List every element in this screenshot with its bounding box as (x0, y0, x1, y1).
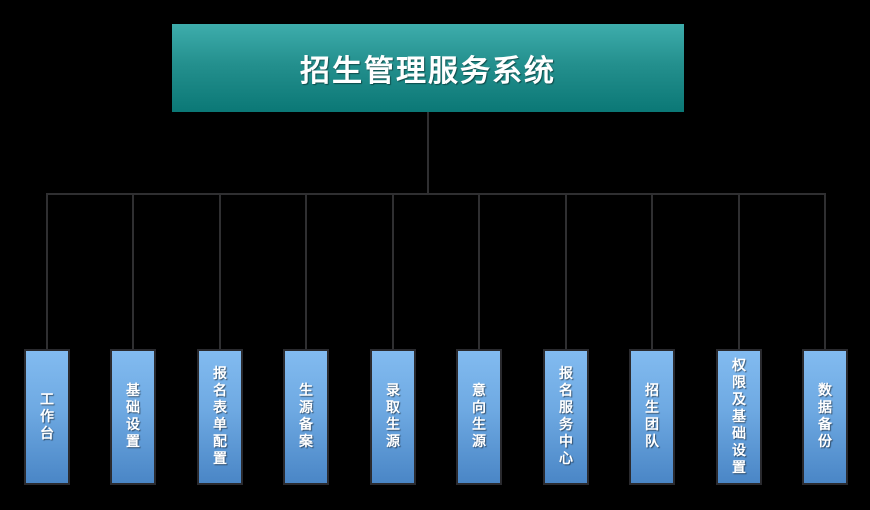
node-admissions-team[interactable]: 招生团队 (629, 349, 675, 485)
connector-drop-3 (219, 193, 221, 349)
connector-drop-2 (132, 193, 134, 349)
connector-drop-4 (305, 193, 307, 349)
node-permissions-and-basic-settings[interactable]: 权限及基础设置 (716, 349, 762, 485)
node-basic-settings[interactable]: 基础设置 (110, 349, 156, 485)
root-node-label: 招生管理服务系统 (300, 54, 556, 89)
connector-root-trunk (427, 112, 429, 193)
node-label: 报名服务中心 (559, 366, 573, 467)
node-label: 生源备案 (299, 383, 313, 450)
node-workbench[interactable]: 工作台 (24, 349, 70, 485)
node-label: 录取生源 (386, 383, 400, 450)
node-registration-service-center[interactable]: 报名服务中心 (543, 349, 589, 485)
node-label: 招生团队 (645, 383, 659, 450)
connector-drop-5 (392, 193, 394, 349)
connector-drop-1 (46, 193, 48, 349)
connector-drop-6 (478, 193, 480, 349)
root-node-admission-management-service-system[interactable]: 招生管理服务系统 (172, 24, 684, 112)
node-label: 权限及基础设置 (732, 357, 746, 476)
connector-drop-8 (651, 193, 653, 349)
connector-horizontal-bus (46, 193, 826, 195)
node-data-backup[interactable]: 数据备份 (802, 349, 848, 485)
connector-drop-10 (824, 193, 826, 349)
connector-drop-9 (738, 193, 740, 349)
node-student-source-record[interactable]: 生源备案 (283, 349, 329, 485)
node-label: 基础设置 (126, 383, 140, 450)
node-label: 数据备份 (818, 383, 832, 450)
node-prospective-students[interactable]: 意向生源 (456, 349, 502, 485)
node-admitted-students[interactable]: 录取生源 (370, 349, 416, 485)
node-label: 工作台 (40, 391, 54, 442)
node-label: 报名表单配置 (213, 366, 227, 467)
node-registration-form-config[interactable]: 报名表单配置 (197, 349, 243, 485)
node-label: 意向生源 (472, 383, 486, 450)
connector-drop-7 (565, 193, 567, 349)
